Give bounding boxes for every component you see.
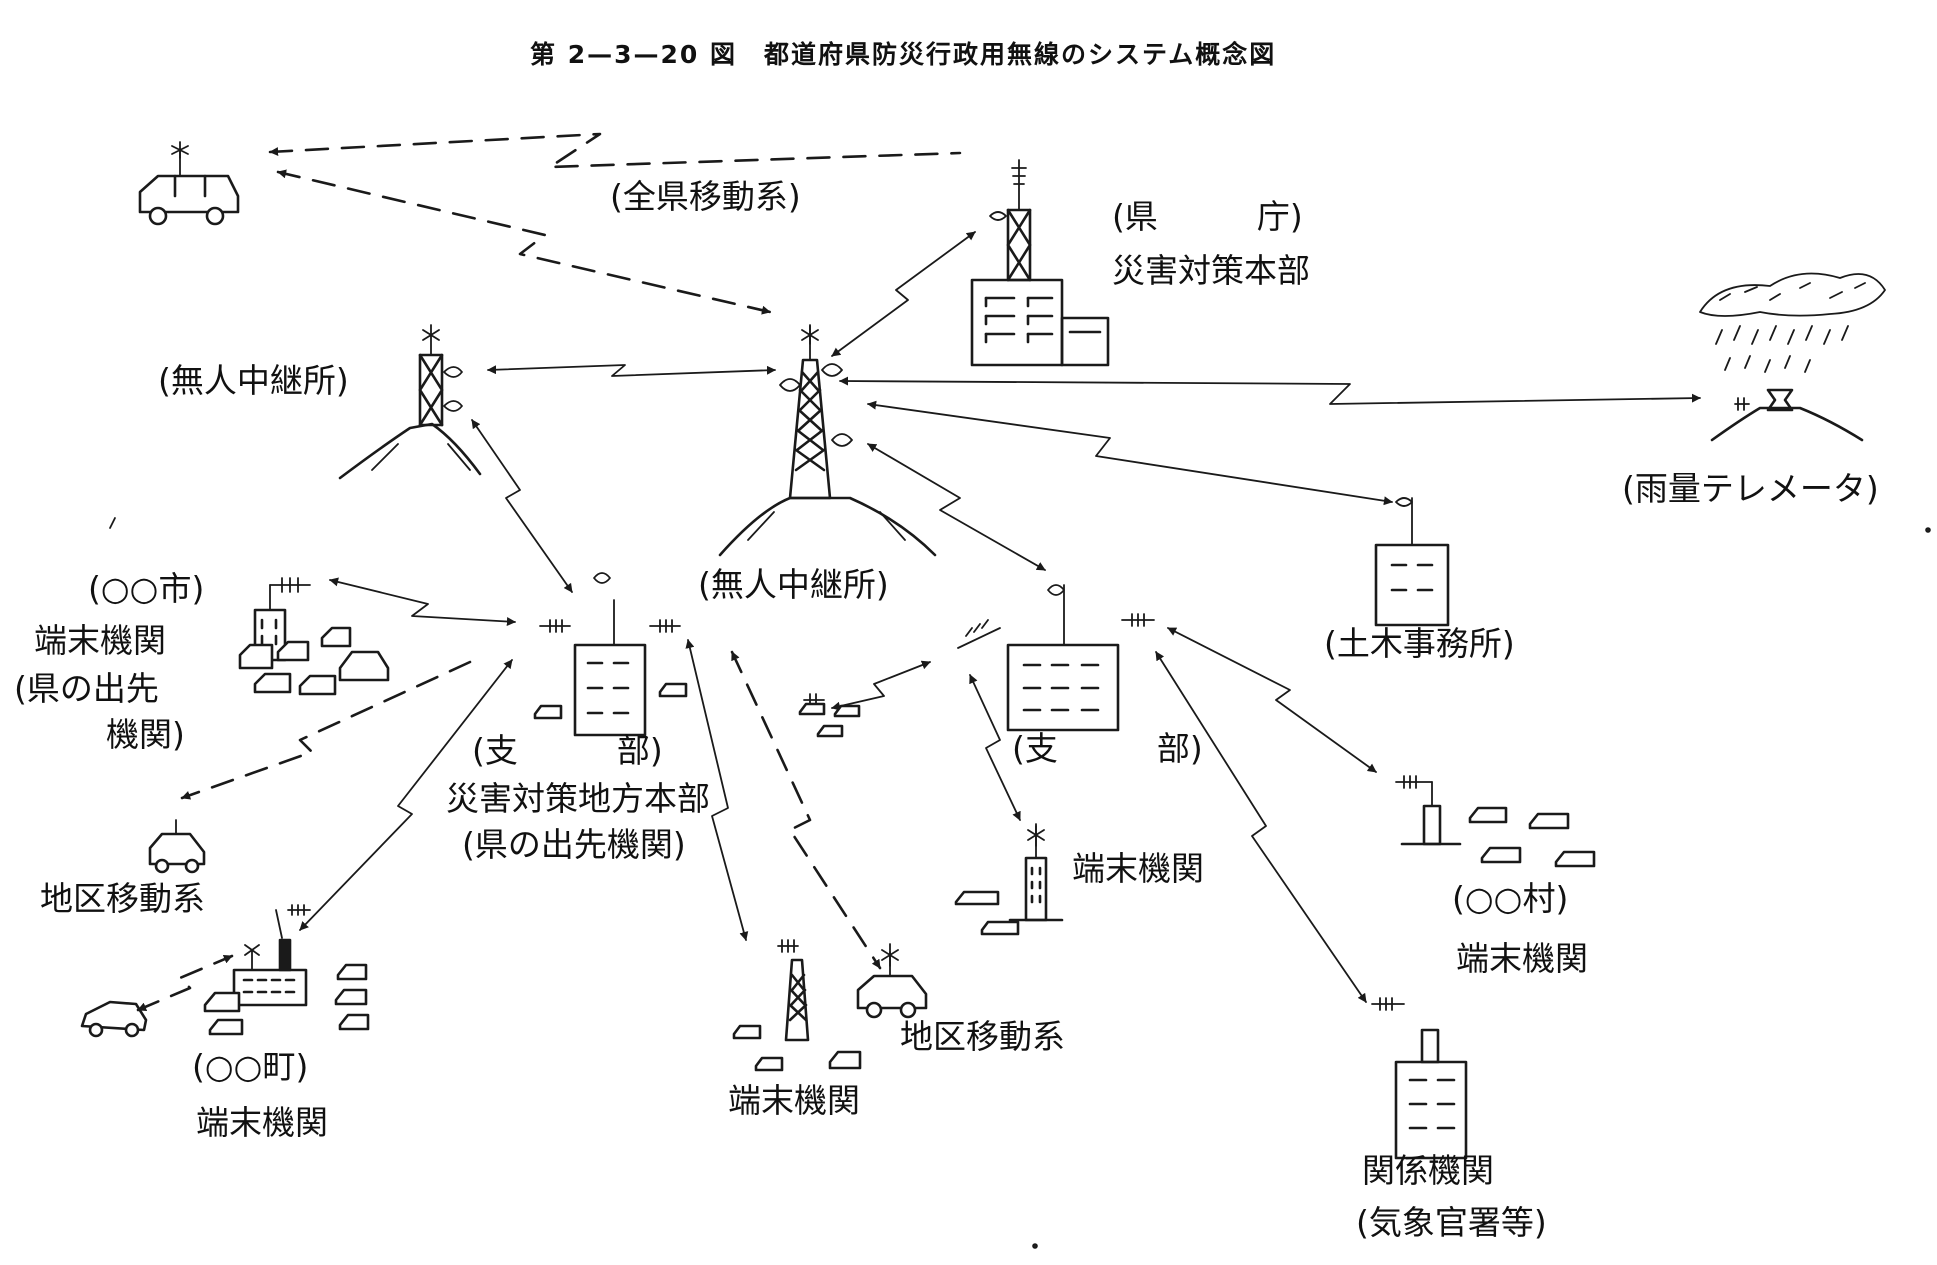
label-district-mobile-left: 地区移動系 — [40, 879, 205, 918]
town-mobile-car-icon — [80, 1000, 148, 1038]
label-branch-left-line2: 災害対策地方本部 — [446, 779, 710, 818]
district-mobile-car-bottom-icon — [856, 943, 928, 1019]
link-left-relay-center — [487, 364, 776, 377]
link-center-rain — [839, 376, 1701, 405]
link-car-prefwide-top — [268, 132, 962, 169]
city-terminal-houses-icon — [238, 577, 390, 696]
label-village-line1: (○○村) — [1452, 879, 1569, 918]
link-car-center-relay — [276, 169, 772, 315]
link-branch-left-terminal-bottom — [685, 639, 749, 941]
link-branch-left-district-car — [730, 650, 882, 970]
link-branch-right-related — [1155, 651, 1367, 1003]
label-city-line2: 端末機関 — [34, 621, 166, 660]
label-branch-left-line1: (支 部) — [472, 731, 663, 770]
page-title: 第 2—3—20 図 都道府県防災行政用無線のシステム概念図 — [530, 40, 1277, 69]
label-rain-telemeter: (雨量テレメータ) — [1622, 469, 1879, 508]
link-branch-right-small-houses — [831, 660, 931, 711]
link-center-pref-office — [831, 231, 976, 357]
label-district-mobile-bottom: 地区移動系 — [900, 1017, 1065, 1056]
label-prefwide-mobile: (全県移動系) — [610, 177, 801, 216]
label-terminal-right: 端末機関 — [1072, 849, 1204, 888]
prefwide-mobile-car-icon — [138, 141, 240, 226]
label-town-line2: 端末機関 — [196, 1103, 328, 1142]
link-branch-left-town — [299, 659, 513, 931]
right-branch-office-building-icon — [957, 584, 1155, 732]
center-relay-station-icon — [718, 324, 937, 557]
label-branch-left-line3: (県の出先機関) — [462, 825, 686, 864]
label-terminal-bottom: 端末機関 — [728, 1081, 860, 1120]
link-center-public-works — [867, 400, 1393, 506]
bottom-terminal-tower-icon — [732, 939, 862, 1072]
label-branch-right: (支 部) — [1012, 729, 1203, 768]
prefectural-office-building-icon — [970, 159, 1110, 367]
left-branch-office-building-icon — [533, 572, 688, 737]
town-terminal-building-icon — [203, 904, 370, 1036]
link-branch-right-terminal — [969, 674, 1021, 821]
label-pref-office-line2: 災害対策本部 — [1112, 251, 1310, 290]
label-related-line2: (気象官署等) — [1356, 1203, 1547, 1242]
label-town-line1: (○○町) — [192, 1047, 309, 1086]
link-city-branch-left — [329, 577, 516, 627]
related-agencies-building-icon — [1371, 997, 1468, 1160]
label-relay-left: (無人中継所) — [158, 361, 349, 400]
district-mobile-car-left-icon — [148, 819, 206, 874]
label-city-line1: (○○市) — [88, 569, 205, 608]
label-pref-office-line1: (県 庁) — [1112, 197, 1303, 236]
label-city-line4: 機関) — [106, 715, 185, 754]
small-houses-icon — [798, 693, 861, 738]
label-relay-center: (無人中継所) — [698, 565, 889, 604]
public-works-office-building-icon — [1374, 497, 1450, 627]
stray-mark — [109, 517, 116, 529]
label-related-line1: 関係機関 — [1362, 1151, 1494, 1190]
link-center-branch-right — [867, 443, 1046, 571]
label-city-line3: (県の出先 — [14, 669, 159, 708]
link-left-relay-branch-left — [471, 419, 573, 593]
radio-links — [136, 132, 1701, 1012]
label-village-line2: 端末機関 — [1456, 939, 1588, 978]
stray-dot — [1032, 1243, 1038, 1249]
label-public-works: (土木事務所) — [1324, 624, 1515, 663]
village-terminal-icon — [1395, 775, 1596, 868]
stray-dot — [1925, 527, 1931, 533]
right-terminal-building-icon — [954, 823, 1064, 936]
rain-telemeter-icon — [1699, 272, 1886, 442]
left-relay-station-icon — [338, 324, 482, 480]
